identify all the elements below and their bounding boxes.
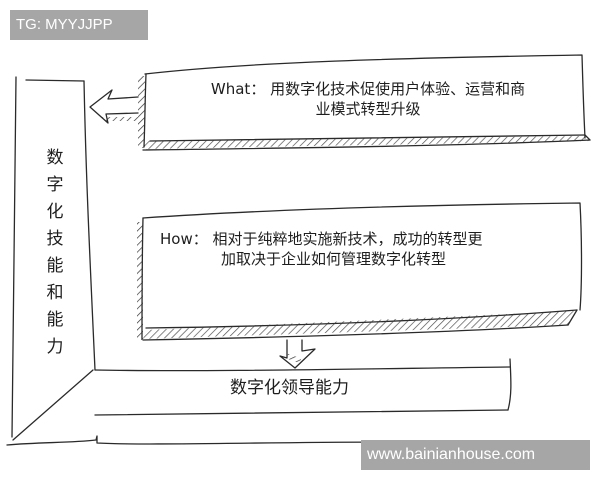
what-box-text: What： 用数字化技术促使用户体验、运营和商 业模式转型升级 (168, 79, 568, 119)
how-box-text: How： 相对于纯粹地实施新技术，成功的转型更 加取决于企业如何管理数字化转型 (160, 229, 560, 269)
left-column-label: 数 字 化 技 能 和 能 力 (42, 145, 68, 361)
left-column-char: 能 (46, 310, 64, 330)
how-line-2: 加取决于企业如何管理数字化转型 (221, 250, 447, 268)
left-column-char: 化 (46, 202, 64, 222)
left-column-char: 数 (46, 148, 64, 168)
arrow-left-icon (89, 89, 139, 124)
left-column-char: 技 (46, 229, 64, 249)
watermark-top: TG: MYYJJPP (10, 10, 148, 40)
left-column-char: 能 (46, 256, 64, 276)
what-line-2: 业模式转型升级 (315, 100, 421, 118)
left-column-char: 字 (46, 175, 64, 195)
watermark-bottom: www.bainianhouse.com (361, 440, 590, 470)
base-box-label: 数字化领导能力 (230, 378, 349, 398)
how-line-1: How： 相对于纯粹地实施新技术，成功的转型更 (160, 230, 483, 248)
what-line-1: What： 用数字化技术促使用户体验、运营和商 (210, 80, 526, 98)
arrow-down-icon (279, 339, 316, 369)
left-column-char: 力 (46, 337, 64, 357)
left-column-char: 和 (46, 283, 64, 303)
